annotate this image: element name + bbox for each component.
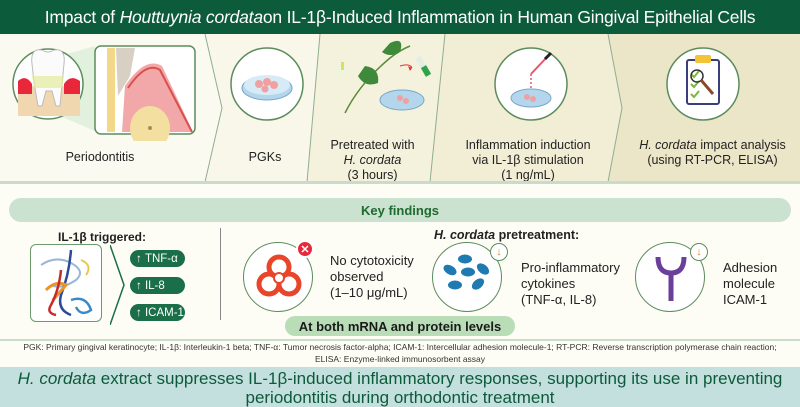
clipboard-icon: [666, 47, 740, 121]
finding-line: ICAM-1: [723, 292, 768, 307]
up-arrow-icon: ↑: [136, 279, 142, 292]
abbreviations-line2: ELISA: Enzyme-linked immunosorbent assay: [314, 354, 486, 364]
pretreated-line3: (3 hours): [347, 168, 398, 182]
levels-badge: At both mRNA and protein levels: [285, 316, 515, 336]
tooth-icon: [12, 45, 196, 141]
plant-icon: [336, 40, 432, 114]
finding-line: (1–10 μg/mL): [330, 285, 408, 300]
marker-pill-tnf: ↑ TNF-α: [130, 250, 185, 267]
hc-rest: pretreatment:: [495, 228, 580, 242]
vertical-divider: [220, 228, 221, 320]
inflammation-line3: (1 ng/mL): [501, 168, 555, 182]
analysis-rest: impact analysis: [696, 138, 786, 152]
il1b-triggered-title: IL-1β triggered:: [58, 230, 146, 244]
analysis-italic: H. cordata: [639, 138, 697, 152]
section-divider: [0, 181, 800, 184]
down-arrow-badge-icon: ↓: [490, 243, 508, 261]
step-pretreated-label: Pretreated with H. cordata (3 hours): [315, 138, 430, 183]
step-analysis-label: H. cordata impact analysis (using RT-PCR…: [630, 138, 795, 168]
finding-line: (TNF-α, IL-8): [521, 292, 597, 307]
conclusion-rest: extract suppresses IL-1β-induced inflamm…: [96, 369, 783, 388]
analysis-line1: H. cordata impact analysis: [630, 138, 795, 153]
finding-line: observed: [330, 269, 384, 284]
il1b-protein-icon: [40, 249, 93, 317]
cross-badge-icon: ✕: [296, 240, 314, 258]
finding-line: Adhesion: [723, 260, 778, 275]
conclusion-line1: H. cordata extract suppresses IL-1β-indu…: [0, 369, 800, 388]
conclusion-banner: H. cordata extract suppresses IL-1β-indu…: [0, 367, 800, 407]
step-periodontitis-label: Periodontitis: [65, 150, 135, 164]
finding-line: No cytotoxicity: [330, 253, 414, 268]
up-arrow-icon: ↑: [136, 306, 142, 319]
finding-line: cytokines: [521, 276, 576, 291]
title-prefix: Impact of: [44, 6, 115, 27]
petri-dish-icon: [230, 47, 304, 121]
marker-pill-icam1: ↑ ICAM-1: [130, 304, 185, 321]
adhesion-molecule-icon: [655, 256, 687, 301]
pretreated-line2: H. cordata: [343, 153, 402, 167]
finding-adhesion-text: Adhesion molecule ICAM-1: [723, 260, 777, 308]
finding-line: Pro-inflammatory: [521, 260, 620, 275]
marker-label: TNF-α: [144, 252, 178, 265]
inflammation-line2: via IL-1β stimulation: [472, 153, 584, 167]
finding-cytotoxicity-text: No cytotoxicity observed (1–10 μg/mL): [330, 253, 414, 301]
finding-cytokines-text: Pro-inflammatory cytokines (TNF-α, IL-8): [521, 260, 620, 308]
down-arrow-badge-icon: ↓: [690, 243, 708, 261]
biohazard-icon: [256, 254, 302, 297]
dropper-icon: [494, 47, 568, 121]
pretreated-line1: Pretreated with: [330, 138, 415, 152]
marker-label: ICAM-1: [144, 306, 184, 319]
title-suffix: on IL-1β-Induced Inflammation in Human G…: [262, 6, 756, 27]
arrow-chevron-icon: [110, 245, 125, 325]
up-arrow-icon: ↑: [136, 252, 142, 265]
abbreviations-footnote: PGK: Primary gingival keratinocyte; IL-1…: [0, 341, 800, 365]
hc-italic: H. cordata: [434, 228, 496, 242]
section-divider: [0, 339, 800, 341]
conclusion-italic: H. cordata: [17, 369, 97, 388]
cytokines-icon: [443, 254, 490, 290]
abbreviations-line1: PGK: Primary gingival keratinocyte; IL-1…: [23, 342, 777, 352]
conclusion-line2: periodontitis during orthodontic treatme…: [245, 388, 555, 407]
marker-label: IL-8: [144, 279, 165, 292]
inflammation-line1: Inflammation induction: [465, 138, 591, 152]
protein-structure-image: [30, 244, 102, 322]
page-title: Impact of Houttuynia cordata on IL-1β-In…: [0, 0, 800, 34]
workflow-steps: Periodontitis PGKs Pretreated with H. co…: [0, 34, 800, 182]
step-inflammation-label: Inflammation induction via IL-1β stimula…: [453, 138, 603, 183]
key-findings-header: Key findings: [9, 198, 791, 222]
analysis-line2: (using RT-PCR, ELISA): [647, 153, 778, 167]
step-pgks-label: PGKs: [248, 150, 282, 164]
hc-pretreatment-title: H. cordata pretreatment:: [434, 228, 579, 242]
finding-line: molecule: [723, 276, 776, 291]
marker-pill-il8: ↑ IL-8: [130, 277, 185, 294]
title-italic: Houttuynia cordata: [119, 6, 263, 27]
